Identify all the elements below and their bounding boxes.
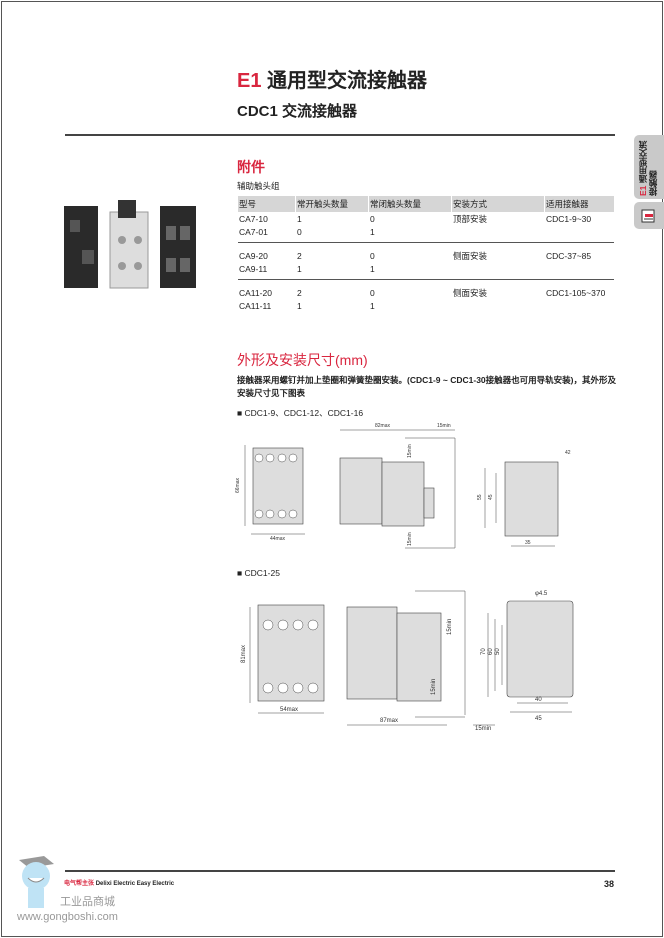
table-cell: 侧面安装 (453, 250, 488, 261)
dim-b-height: 81max (241, 645, 247, 663)
col-header-mounting: 安装方式 (452, 196, 544, 212)
table-cell: 0 (297, 226, 302, 237)
side-tab-series: E1 (638, 185, 648, 196)
col-header-no: 常开触头数量 (296, 196, 368, 212)
table-row: CA7-10 1 0 顶部安装 CDC1-9~30 (238, 212, 614, 225)
dimensions-paragraph: 接触器采用螺钉并加上垫圈和弹簧垫圈安装。(CDC1-9 ~ CDC1-30接触器… (237, 375, 616, 398)
table-cell: 0 (370, 287, 375, 298)
accessories-subheading: 辅助触头组 (237, 181, 280, 191)
watermark-url: www.gongboshi.com (17, 911, 118, 923)
dim-b-h2: 60 (488, 648, 494, 655)
dim-a-height: 66max (235, 477, 241, 493)
header-rule (65, 134, 615, 136)
group-divider (238, 238, 614, 243)
accessories-heading: 附件 (237, 159, 265, 175)
col-header-nc: 常闭触头数量 (369, 196, 451, 212)
table-cell (545, 299, 614, 312)
models-b-label: ■ CDC1-25 (237, 568, 280, 578)
side-tab-icon[interactable] (634, 202, 664, 229)
page-subtitle: CDC1 交流接触器 (237, 103, 358, 120)
dim-b-h3: 50 (495, 648, 501, 655)
table-row: CA11-11 1 1 (238, 299, 614, 312)
dim-a-w1: 35 (525, 540, 531, 546)
dim-a-hole: 42 (565, 450, 571, 456)
watermark-cn: 工业品商城 (60, 896, 115, 908)
dimensions-heading: 外形及安装尺寸(mm) (237, 352, 368, 368)
table-cell: CDC1-9~30 (546, 213, 592, 224)
table-cell: CDC1-105~370 (546, 287, 606, 298)
auxiliary-contact-photo (64, 200, 196, 289)
table-cell (452, 262, 544, 275)
table-row: CA9-20 2 0 侧面安装 CDC-37~85 (238, 249, 614, 262)
models-a-label: ■ CDC1-9、CDC1-12、CDC1-16 (237, 408, 364, 418)
dim-b-w1: 40 (535, 697, 542, 703)
dim-a-clear-bot: 15min (407, 532, 413, 546)
table-row: CA7-01 0 1 (238, 225, 614, 238)
group-divider (238, 275, 614, 280)
table-cell: CA7-10 (239, 213, 268, 224)
col-header-applicable: 适用接触器 (545, 196, 614, 212)
dim-a-clear: 15min (437, 423, 451, 429)
table-cell: 2 (297, 250, 302, 261)
table-row: CA11-20 2 0 侧面安装 CDC1-105~370 (238, 286, 614, 299)
dim-a-h2: 45 (488, 494, 494, 500)
catalog-icon (641, 209, 655, 222)
table-row: CA9-11 1 1 (238, 262, 614, 275)
dim-a-clear-top: 15min (407, 444, 413, 458)
dim-b-hole: φ4.5 (535, 591, 548, 597)
page-number: 38 (604, 879, 615, 889)
table-cell: 顶部安装 (453, 213, 488, 224)
table-cell: 1 (297, 263, 302, 274)
table-cell: CDC-37~85 (546, 250, 592, 261)
dim-b-h1: 70 (481, 648, 487, 655)
dimension-drawing-a: 66max 44max 82max 15min 15min 15min 55 4… (235, 423, 571, 549)
dim-b-w2: 45 (535, 716, 542, 722)
table-cell: 0 (370, 250, 375, 261)
table-cell: CA11-20 (239, 287, 272, 298)
dim-a-depth: 82max (375, 423, 391, 429)
table-cell: CA11-11 (239, 300, 272, 311)
table-cell: 侧面安装 (453, 287, 488, 298)
dim-a-width: 44max (270, 536, 286, 542)
page-title: E1 通用型交流接触器 (237, 70, 428, 92)
footer-brand: 电气帮主张 Delixi Electric Easy Electric (64, 881, 175, 887)
dim-b-clear: 15min (475, 726, 491, 732)
table-cell: 1 (370, 300, 375, 311)
table-cell: 1 (370, 226, 375, 237)
table-cell (545, 262, 614, 275)
auxiliary-contact-table: 型号 常开触头数量 常闭触头数量 安装方式 适用接触器 CA7-10 1 0 顶部安装… (237, 196, 615, 312)
table-cell: CA7-01 (239, 226, 268, 237)
dim-b-width: 54max (280, 707, 298, 713)
dimension-drawing-b: 81max 54max 87max 15min 15min 15min 70 6… (241, 590, 574, 732)
table-cell: CA9-11 (239, 263, 268, 274)
table-cell: 1 (297, 300, 302, 311)
table-cell (545, 225, 614, 238)
dim-b-clear-bot: 15min (431, 679, 437, 695)
table-cell: 1 (370, 263, 375, 274)
table-cell (452, 299, 544, 312)
col-header-model: 型号 (238, 196, 295, 212)
side-tab-e1[interactable]: E1 通用型交流接触器 (634, 135, 664, 199)
table-cell: 0 (370, 213, 375, 224)
table-cell: 1 (297, 213, 302, 224)
table-cell: 2 (297, 287, 302, 298)
watermark-mascot-icon (19, 856, 54, 908)
table-cell: CA9-20 (239, 250, 268, 261)
dim-b-clear-top: 15min (447, 619, 453, 635)
dim-a-h1: 55 (477, 494, 483, 500)
table-cell (452, 225, 544, 238)
dim-b-depth: 87max (380, 718, 398, 724)
footer-rule (65, 870, 615, 872)
